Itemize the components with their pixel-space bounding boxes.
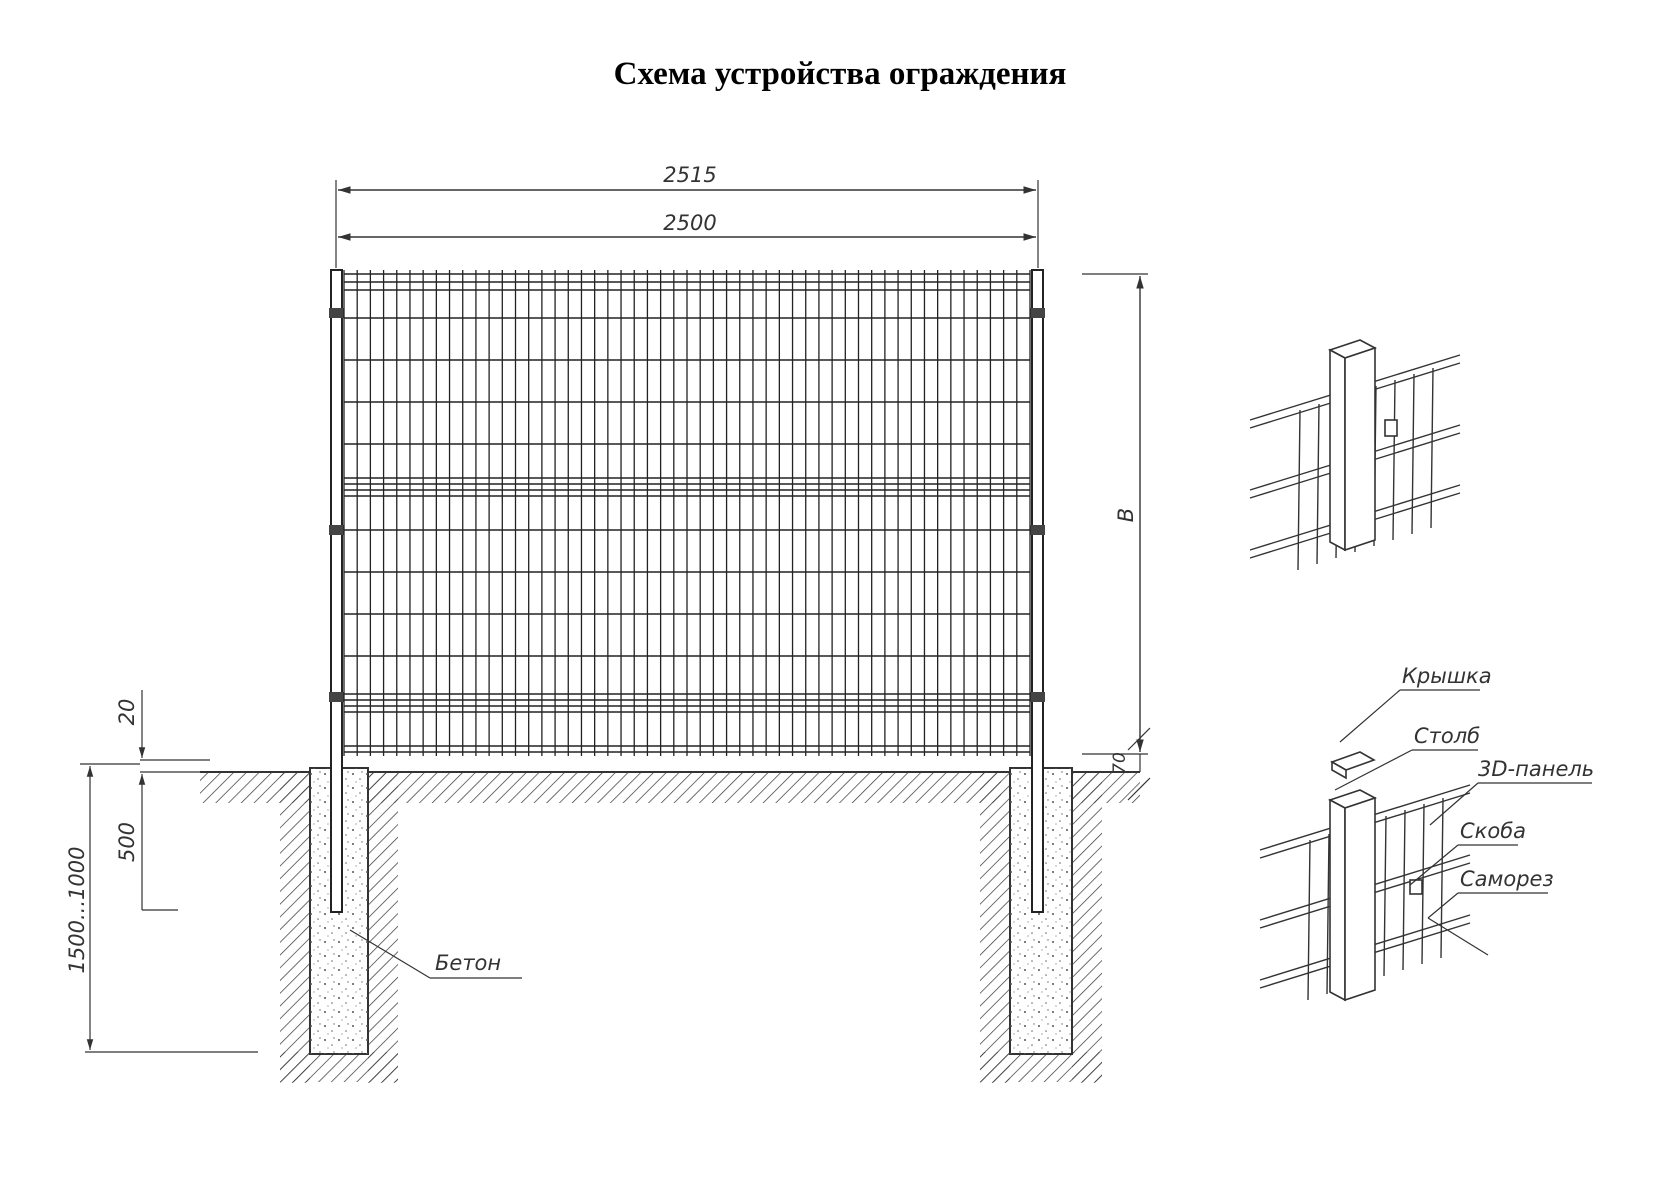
post-right — [1030, 269, 1045, 913]
detail-wire — [1316, 403, 1320, 565]
detail-wire — [1383, 815, 1387, 977]
bracket — [1384, 419, 1398, 437]
label-bracket: Скоба — [1460, 819, 1526, 843]
dimension-label-20: 20 — [115, 699, 139, 726]
label-panel: 3D-панель — [1478, 757, 1594, 781]
detail-wire — [1297, 409, 1301, 571]
label-concrete: Бетон — [435, 951, 501, 975]
detail-wire — [1440, 797, 1444, 959]
dimension-panel-width: 2500 — [338, 211, 1036, 241]
dimension-label-b: B — [1114, 508, 1138, 522]
label-post: Столб — [1414, 724, 1480, 748]
post-front — [1329, 798, 1346, 1002]
concrete-leader: Бетон — [349, 929, 522, 979]
post-side — [1344, 796, 1376, 1002]
bracket — [1409, 879, 1423, 895]
detail-wire — [1430, 367, 1434, 529]
detail-wire — [1392, 379, 1396, 541]
detail-exploded — [1259, 751, 1471, 1002]
dimension-label-70: 70 — [1110, 752, 1130, 774]
post-cap-side — [1331, 760, 1347, 780]
label-screw: Саморез — [1460, 867, 1554, 891]
dimension-left-group: 20 500 1500...1000 — [65, 690, 258, 1053]
detail-wire — [1402, 809, 1406, 971]
mesh-panel — [343, 270, 1031, 756]
dimension-label-depth: 1500...1000 — [65, 847, 89, 974]
detail-assembled — [1249, 339, 1461, 571]
post-side — [1344, 346, 1376, 552]
dimension-label-2515: 2515 — [663, 163, 716, 187]
post-left — [329, 269, 344, 913]
dimension-overall-width: 2515 — [335, 163, 1039, 268]
detail-wire — [1411, 373, 1415, 535]
detail-wire — [1326, 833, 1330, 995]
post-front — [1329, 348, 1346, 552]
label-cap: Крышка — [1402, 664, 1492, 688]
detail-wire — [1307, 839, 1311, 1001]
ground — [200, 771, 1140, 1083]
dimension-height: B 70 — [1082, 273, 1151, 801]
detail-labels: Крышка Столб 3D-панель Скоба Саморез — [1334, 664, 1594, 956]
page-title: Схема устройства ограждения — [613, 56, 1067, 92]
dimension-label-2500: 2500 — [663, 211, 716, 235]
dimension-label-500: 500 — [115, 822, 139, 862]
